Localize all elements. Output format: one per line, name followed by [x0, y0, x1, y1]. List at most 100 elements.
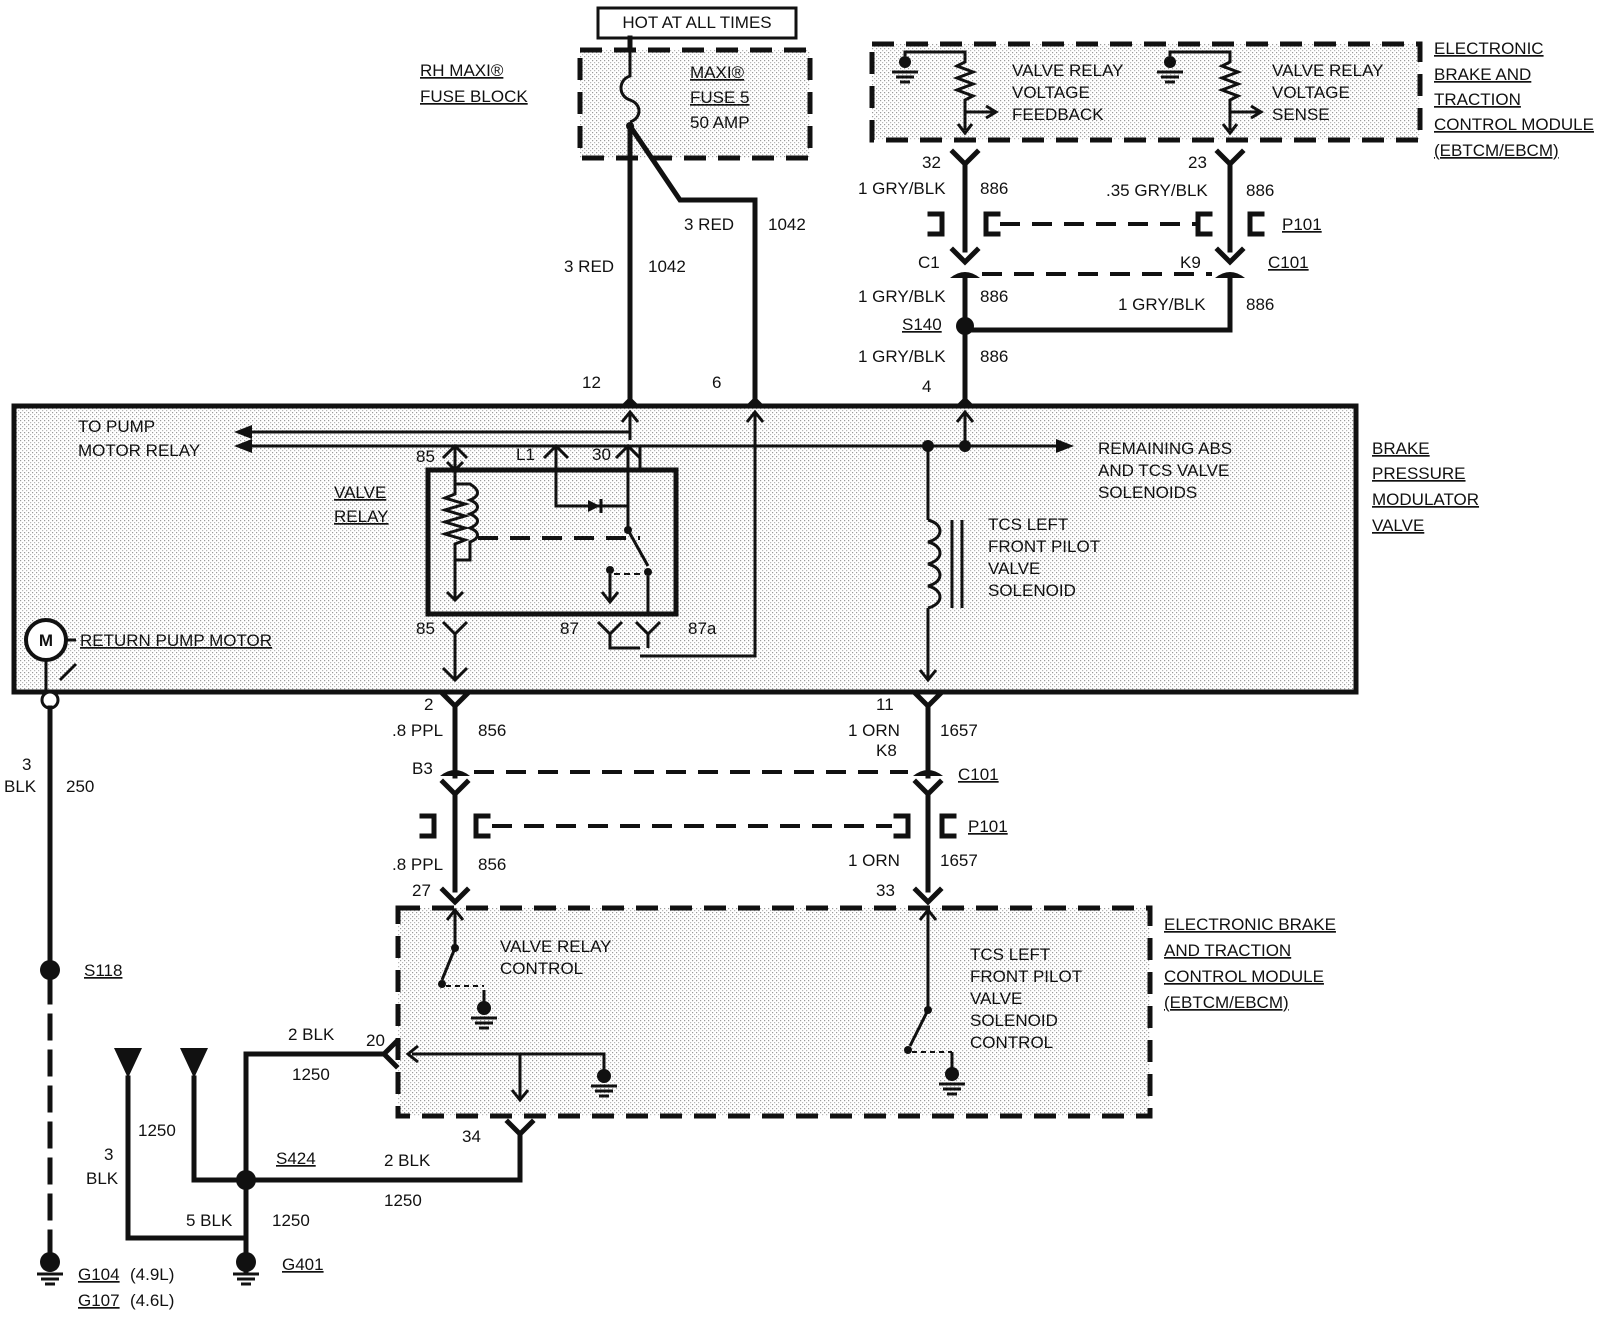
relay-pin-l1: [542, 443, 570, 470]
svg-text:VALVE: VALVE: [988, 559, 1040, 578]
circuit-1250-label-a: 1250: [292, 1065, 330, 1084]
pin-23-label: 23: [1188, 153, 1207, 172]
pin-85-bottom-label: 85: [416, 619, 435, 638]
g107-note: (4.6L): [130, 1291, 174, 1310]
hot-at-all-times-box: HOT AT ALL TIMES: [596, 6, 798, 40]
amp50-label: 50 AMP: [690, 113, 750, 132]
circuit-1657-label-b: 1657: [940, 851, 978, 870]
svg-text:VALVE: VALVE: [970, 989, 1022, 1008]
circuit-1042-label-a: 1042: [648, 257, 686, 276]
ebtcm-bottom-module: [395, 905, 1153, 1119]
svg-text:TCS LEFT: TCS LEFT: [970, 945, 1050, 964]
ebtcm-ground-bus: [412, 1052, 606, 1070]
wire-blk-label-a: BLK: [4, 777, 37, 796]
s140-splice: [956, 317, 974, 335]
svg-text:SOLENOID: SOLENOID: [988, 581, 1076, 600]
svg-text:VALVE: VALVE: [334, 483, 386, 502]
p101-top-connector: [927, 211, 1265, 237]
fuse-block-label: FUSE BLOCK: [420, 87, 528, 106]
circuit-886-label-e: 886: [980, 347, 1008, 366]
pin-87a-label: 87a: [688, 619, 717, 638]
bpmv-label: BRAKE PRESSURE MODULATOR VALVE: [1372, 439, 1479, 535]
wire-3-label-b: 3: [104, 1145, 113, 1164]
vr-control-label: VALVE RELAY CONTROL: [500, 937, 612, 978]
wire-1250-triangle-b: [191, 1075, 249, 1183]
wire-1250-triangle-a: [125, 1075, 249, 1241]
wire-1grybl-label-b: 1 GRY/BLK: [858, 287, 946, 306]
circuit-250-label: 250: [66, 777, 94, 796]
svg-text:MOTOR RELAY: MOTOR RELAY: [78, 441, 200, 460]
wire-3-label-a: 3: [22, 755, 31, 774]
circuit-1042-label-b: 1042: [768, 215, 806, 234]
hot-at-all-times-label: HOT AT ALL TIMES: [622, 13, 771, 32]
wire-1grybl-label-c: 1 GRY/BLK: [1118, 295, 1206, 314]
relay-diode: [588, 500, 600, 512]
rh-maxi-fuse-block: [577, 47, 813, 161]
wire-3red-label-b: 3 RED: [684, 215, 734, 234]
svg-text:FRONT PILOT: FRONT PILOT: [970, 967, 1082, 986]
pin-6-label: 6: [712, 373, 721, 392]
svg-text:(EBTCM/EBCM): (EBTCM/EBCM): [1164, 993, 1289, 1012]
k9-label: K9: [1180, 253, 1201, 272]
svg-text:SOLENOIDS: SOLENOIDS: [1098, 483, 1197, 502]
return-pump-label: RETURN PUMP MOTOR: [80, 631, 272, 650]
fuse-element: [619, 52, 641, 124]
c101-bottom-female-left: [440, 770, 470, 776]
maxi-label: MAXI®: [690, 63, 745, 82]
feedback-resistor: [890, 50, 999, 136]
pin-32-label: 32: [922, 153, 941, 172]
circuit-1250-label-d: 1250: [272, 1211, 310, 1230]
svg-text:VOLTAGE: VOLTAGE: [1012, 83, 1090, 102]
motor-m-label: M: [39, 631, 53, 650]
c101-top-label: C101: [1268, 253, 1309, 272]
circuit-886-label-d: 886: [1246, 295, 1274, 314]
svg-text:AND TCS VALVE: AND TCS VALVE: [1098, 461, 1229, 480]
s140-label: S140: [902, 315, 942, 334]
connector-k9: [1214, 246, 1246, 266]
g401-ground-point: [236, 1252, 256, 1272]
pass-through-triangle-b: [180, 1048, 208, 1078]
pin-27-label: 27: [412, 881, 431, 900]
pin-4-label: 4: [922, 377, 931, 396]
wire-8ppl-label-b: .8 PPL: [392, 855, 443, 874]
wire-886-splice: [962, 275, 1233, 333]
p101-top-label: P101: [1282, 215, 1322, 234]
relay-pin-85-top: [441, 443, 469, 470]
g104-ground: [35, 1272, 65, 1286]
svg-text:ELECTRONIC BRAKE: ELECTRONIC BRAKE: [1164, 915, 1336, 934]
c101-top-female-left: [950, 272, 980, 278]
wire-2blk-label-a: 2 BLK: [288, 1025, 335, 1044]
c101-bottom-label: C101: [958, 765, 999, 784]
svg-text:(EBTCM/EBCM): (EBTCM/EBCM): [1434, 141, 1559, 160]
pin-2-label: 2: [424, 695, 433, 714]
relay-diode-wire: [554, 470, 628, 508]
wire-35grybl-label: .35 GRY/BLK: [1106, 181, 1208, 200]
s118-label: S118: [84, 961, 122, 980]
connector-pin-27: [439, 886, 471, 906]
ebtcm-top-label: ELECTRONIC BRAKE AND TRACTION CONTROL MO…: [1434, 39, 1594, 160]
connector-c1: [949, 246, 981, 266]
svg-text:TO PUMP: TO PUMP: [78, 417, 155, 436]
wire-1250-pin20: [243, 1051, 387, 1273]
relay-pin-87: [596, 620, 640, 650]
g104-label: G104: [78, 1265, 120, 1284]
fuse5-label: FUSE 5: [690, 88, 750, 107]
c1-label: C1: [918, 253, 940, 272]
svg-text:RELAY: RELAY: [334, 507, 389, 526]
ebtcm-bottom-label: ELECTRONIC BRAKE AND TRACTION CONTROL MO…: [1164, 915, 1336, 1012]
svg-text:VALVE RELAY: VALVE RELAY: [1272, 61, 1384, 80]
circuit-1250-label-b: 1250: [384, 1191, 422, 1210]
p101-bottom-label: P101: [968, 817, 1008, 836]
pin-l1-label: L1: [516, 445, 535, 464]
g107-label: G107: [78, 1291, 120, 1310]
wire-2blk-label-b: 2 BLK: [384, 1151, 431, 1170]
pin-12-label: 12: [582, 373, 601, 392]
circuit-856-label-a: 856: [478, 721, 506, 740]
wire-1grybl-label-a: 1 GRY/BLK: [858, 179, 946, 198]
svg-text:BRAKE AND: BRAKE AND: [1434, 65, 1531, 84]
to-pump-label: TO PUMP MOTOR RELAY: [78, 417, 200, 460]
pin-85-top-label: 85: [416, 447, 435, 466]
pin-87-label: 87: [560, 619, 579, 638]
wire-3red-label-a: 3 RED: [564, 257, 614, 276]
